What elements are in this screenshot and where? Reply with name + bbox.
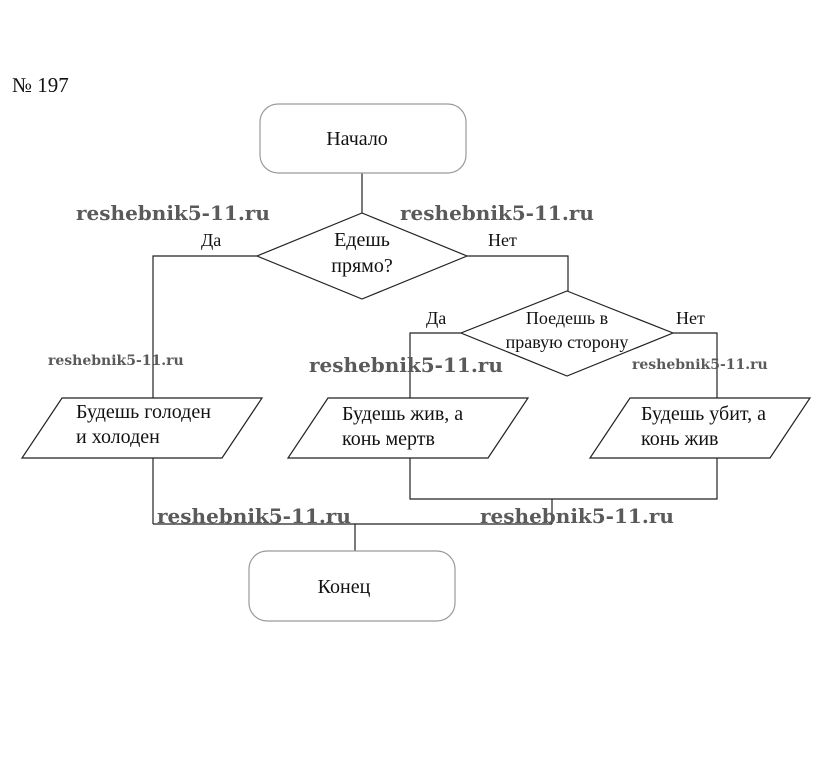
decision1-yes-label: Да [201,230,221,250]
decision1-label-line2: прямо? [331,255,393,277]
output-middle-parallelogram [286,397,530,459]
watermarks: reshebnik5-11.ru reshebnik5-11.ru resheb… [48,201,768,528]
decision2-diamond [459,290,675,377]
watermark-4: reshebnik5-11.ru [309,353,503,377]
output-middle-line2: конь мертв [342,428,435,450]
decision2-yes-label: Да [426,308,446,328]
watermark-2: reshebnik5-11.ru [400,201,594,225]
output-right-line1: Будешь убит, а [641,403,766,425]
end-node: Конец [248,550,456,622]
connector-merge-right [409,458,718,500]
connector-d1-yes [152,255,257,398]
decision2-no-label: Нет [676,308,705,328]
watermark-1: reshebnik5-11.ru [76,201,270,225]
decision1-label-line1: Едешь [334,229,390,251]
output-right-parallelogram [588,397,812,459]
connector-d1-no [467,255,569,291]
decision1-no-label: Нет [488,230,517,250]
connectors [152,173,718,551]
output-left-parallelogram [20,397,264,459]
decision2-node: Поедешь в правую сторону [459,290,675,377]
decision1-diamond [255,212,469,300]
output-right-node: Будешь убит, а конь жив [588,397,812,459]
problem-number: № 197 [12,73,69,97]
output-middle-node: Будешь жив, а конь мертв [286,397,530,459]
connector-d2-no [673,332,718,398]
output-left-line1: Будешь голоден [76,401,211,423]
connector-d2-yes [409,332,461,398]
watermark-3: reshebnik5-11.ru [48,353,184,369]
output-middle-line1: Будешь жив, а [342,403,463,425]
start-label: Начало [326,128,388,150]
watermark-5: reshebnik5-11.ru [632,357,768,373]
end-terminator-shape [248,550,456,622]
decision1-node: Едешь прямо? [255,212,469,300]
start-node: Начало [259,103,467,174]
output-left-line2: и холоден [76,426,160,448]
output-left-node: Будешь голоден и холоден [20,397,264,459]
decision2-label-line2: правую сторону [506,332,629,352]
decision2-label-line1: Поедешь в [526,308,608,328]
watermark-7: reshebnik5-11.ru [480,504,674,528]
output-right-line2: конь жив [641,428,719,450]
start-terminator-shape [259,103,467,174]
watermark-6: reshebnik5-11.ru [157,504,351,528]
end-label: Конец [318,576,371,598]
